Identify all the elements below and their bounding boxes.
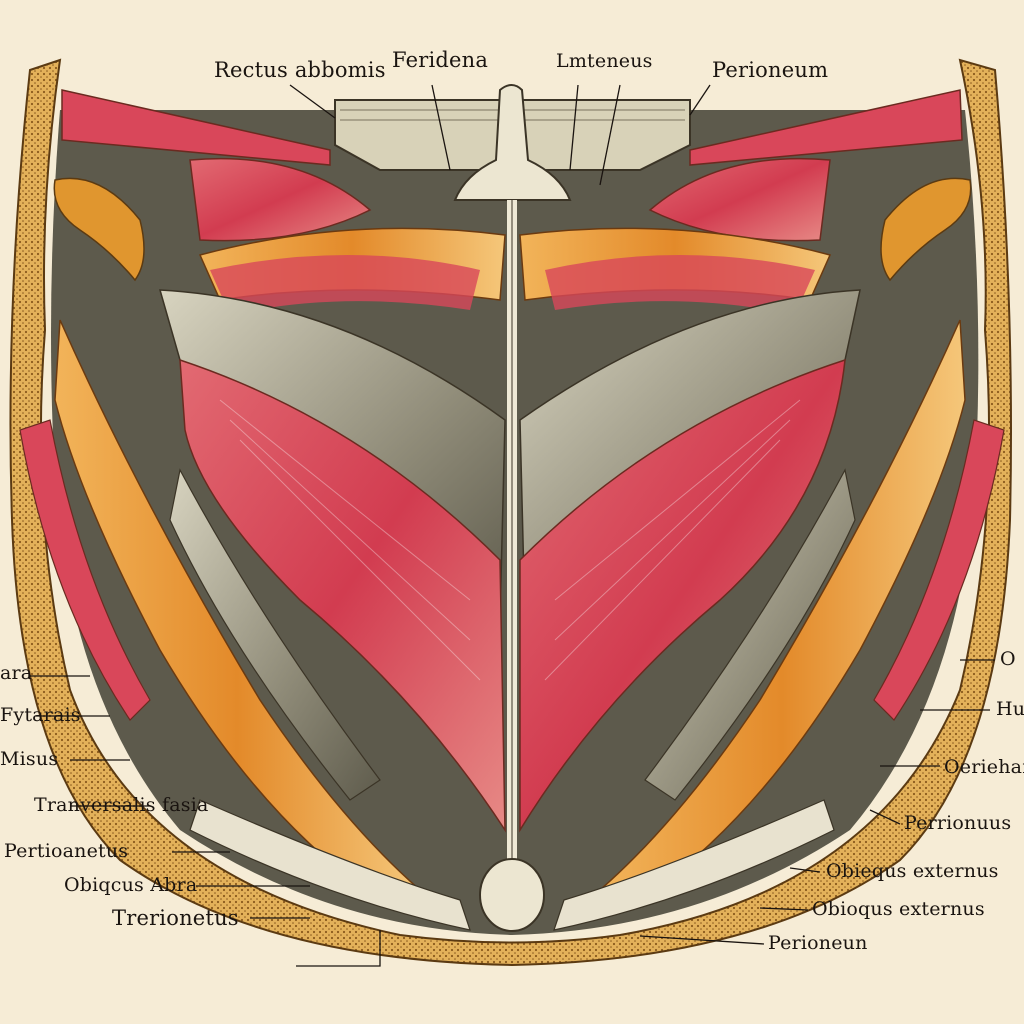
pubic-symphysis xyxy=(479,858,545,932)
label-left-7: Trerionetus xyxy=(112,906,239,930)
label-left-5: Pertioanetus xyxy=(4,840,129,862)
label-left-6: Obiqcus Abra xyxy=(64,874,198,896)
right-ilium xyxy=(880,177,972,282)
label-right-1: O xyxy=(1000,648,1016,670)
label-lmteneus: Lmteneus xyxy=(556,50,653,72)
label-right-2: Hu xyxy=(996,698,1024,720)
label-perioneum-top: Perioneum xyxy=(712,58,829,82)
label-right-5: Obiequs externus xyxy=(826,860,999,882)
label-left-2: Fytarais xyxy=(0,704,81,726)
label-left-1: ara xyxy=(0,662,33,684)
spine xyxy=(453,84,572,201)
label-left-4: Tranversalis fasia xyxy=(34,794,209,816)
label-rectus-abdominis: Rectus abbomis xyxy=(214,58,386,82)
leader-lines xyxy=(30,84,995,967)
label-right-7: Perioneun xyxy=(768,932,868,954)
pelvic-wall xyxy=(9,58,1012,967)
label-right-3: Oeriehar xyxy=(944,756,1024,778)
label-left-3: Misus xyxy=(0,748,59,770)
label-right-4: Perrionuus xyxy=(904,812,1012,834)
label-feridena: Feridena xyxy=(392,48,489,72)
label-right-6: Obioqus externus xyxy=(812,898,985,920)
left-ilium xyxy=(53,177,145,282)
